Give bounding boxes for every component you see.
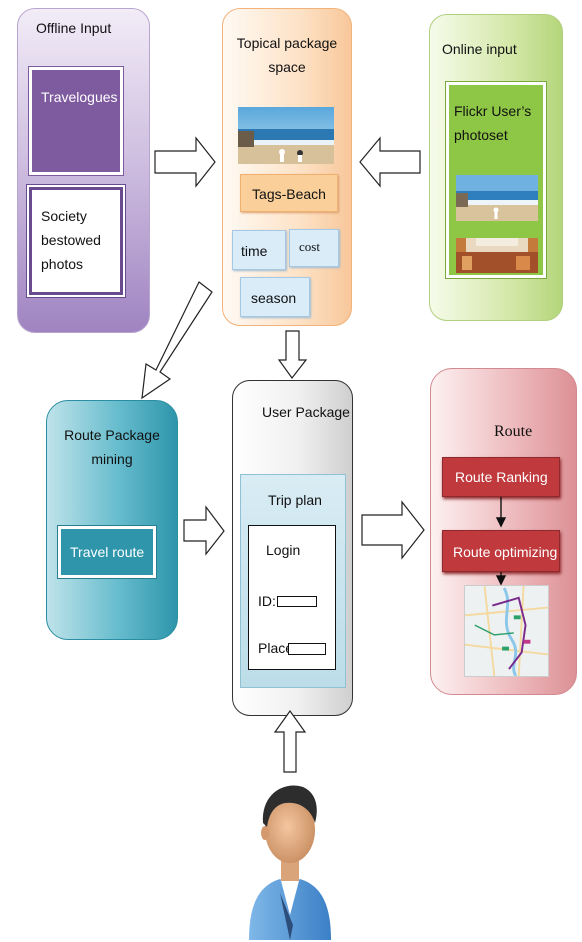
place-label: Place xyxy=(258,640,294,656)
topical-title-line-1: Topical package xyxy=(236,35,338,51)
beach-thumbnail xyxy=(456,175,538,221)
route-map xyxy=(464,585,549,677)
arrow-route-package-to-user-package xyxy=(183,505,225,556)
flickr-line-2: photoset xyxy=(454,127,508,143)
travelogues-label: Travelogues xyxy=(41,89,118,105)
route-package-mining-panel xyxy=(46,400,178,640)
society-line-3: photos xyxy=(41,256,84,272)
route-package-title-line-1: Route Package xyxy=(64,427,160,443)
society-photos-box: Society bestowed photos xyxy=(29,187,123,295)
topical-package-title: Topical package space xyxy=(222,31,352,79)
route-package-title-line-2: mining xyxy=(91,451,133,467)
topical-package-panel xyxy=(222,8,352,326)
cost-label: cost xyxy=(299,239,320,254)
route-ranking-box: Route Ranking xyxy=(442,457,560,497)
travel-route-label: Travel route xyxy=(70,544,145,560)
tags-beach-box: Tags-Beach xyxy=(240,174,338,212)
flickr-photoset-label: Flickr User’s photoset xyxy=(454,99,531,147)
time-chip: time xyxy=(232,230,286,270)
time-label: time xyxy=(241,243,268,259)
online-input-title: Online input xyxy=(442,41,517,57)
id-label: ID: xyxy=(258,593,276,609)
arrow-person-to-user-package xyxy=(273,709,307,773)
user-package-title: User Package xyxy=(262,404,350,420)
login-label: Login xyxy=(266,542,301,558)
market-thumbnail xyxy=(456,238,538,273)
arrow-user-package-to-route xyxy=(361,500,425,560)
user-person-icon xyxy=(249,785,331,940)
place-field[interactable] xyxy=(288,643,326,655)
arrow-topical-to-route-package xyxy=(141,281,213,400)
arrow-online-to-topical xyxy=(359,136,421,188)
season-chip: season xyxy=(240,277,310,317)
topical-title-line-2: space xyxy=(268,59,306,75)
route-title: Route xyxy=(494,423,533,440)
travel-route-box: Travel route xyxy=(58,526,156,578)
tags-beach-label: Tags-Beach xyxy=(252,186,326,202)
beach-photo xyxy=(238,107,334,164)
offline-input-title: Offline Input xyxy=(36,20,112,36)
route-package-title: Route Package mining xyxy=(46,423,178,471)
route-ranking-label: Route Ranking xyxy=(455,469,548,485)
society-line-1: Society xyxy=(41,208,87,224)
route-optimizing-label: Route optimizing xyxy=(453,544,558,560)
arrow-offline-to-topical xyxy=(154,136,216,188)
arrow-topical-to-user-package xyxy=(277,330,308,380)
society-line-2: bestowed xyxy=(41,232,101,248)
trip-plan-label: Trip plan xyxy=(268,492,322,508)
society-photos-label: Society bestowed photos xyxy=(41,204,101,276)
flickr-line-1: Flickr User’s xyxy=(454,103,532,119)
route-optimizing-box: Route optimizing xyxy=(442,530,560,572)
id-field[interactable] xyxy=(277,596,317,607)
season-label: season xyxy=(251,290,297,306)
travelogues-box: Travelogues xyxy=(29,67,123,175)
cost-chip: cost xyxy=(289,229,339,267)
